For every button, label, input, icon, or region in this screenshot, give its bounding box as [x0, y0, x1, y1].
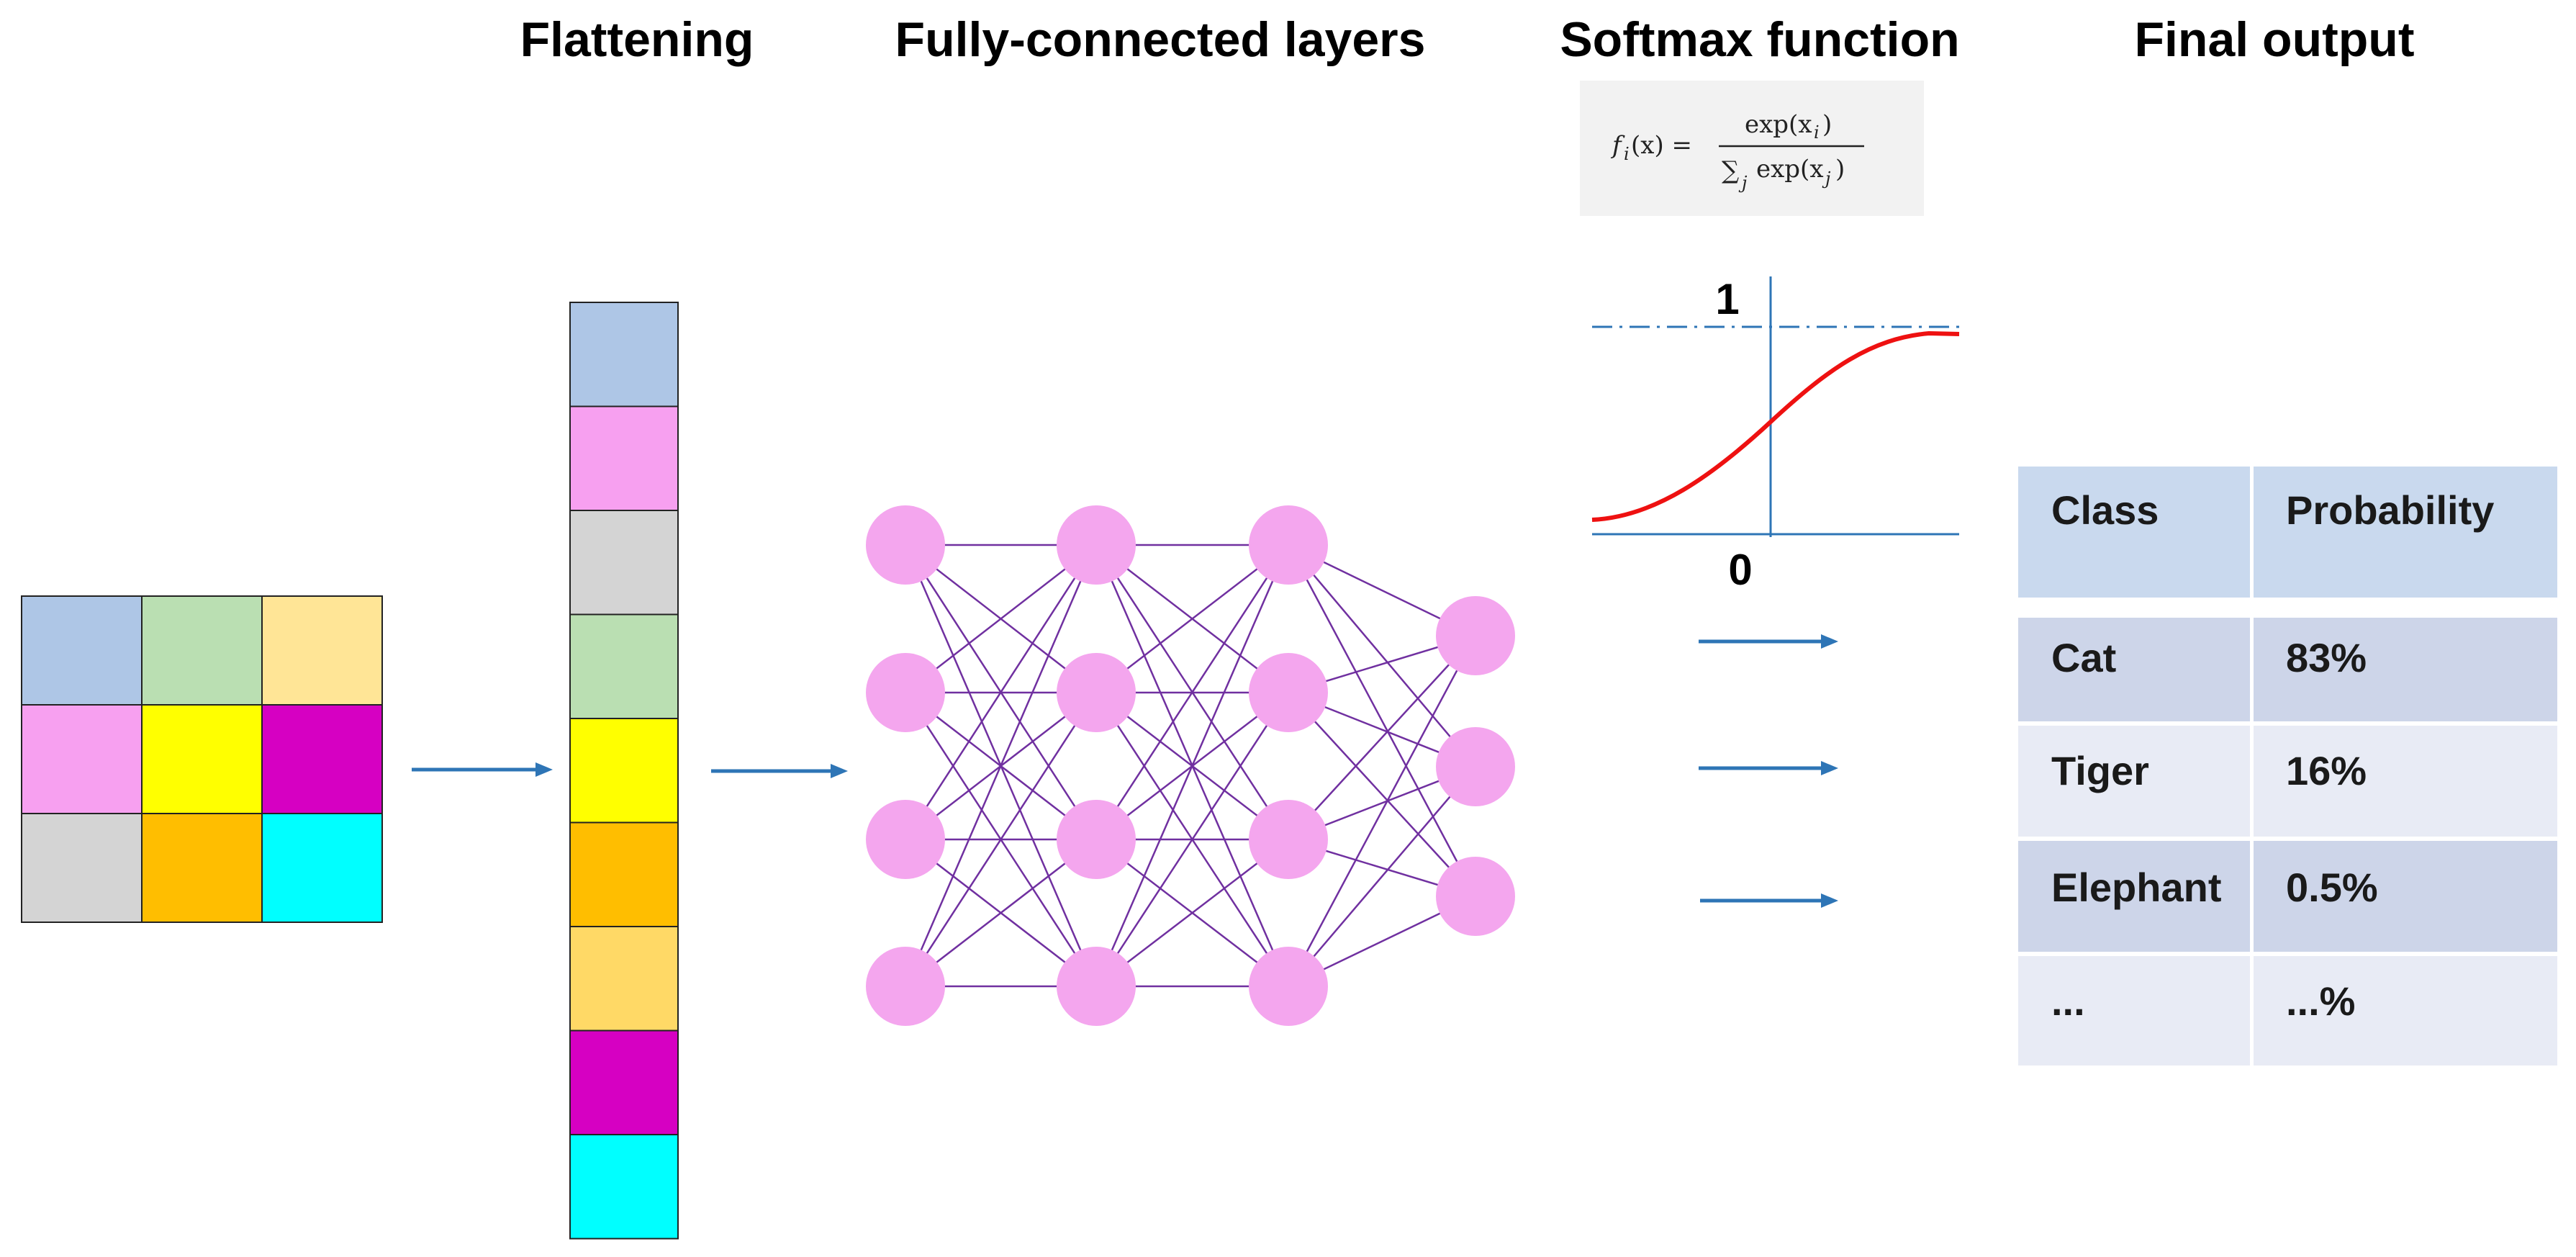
table-header-probability — [2254, 467, 2557, 598]
softmax-curve — [1591, 330, 1960, 522]
table-row-elephant-prob — [2254, 841, 2557, 952]
plot-label-zero: 0 — [1728, 546, 1752, 594]
neuron-l0-2 — [866, 800, 945, 879]
neuron-l1-1 — [1057, 653, 1136, 732]
grid-cell-r0-c1 — [141, 595, 263, 706]
table-row-elephant-value: 0.5% — [2286, 865, 2378, 910]
edge-l0-3-0 — [904, 544, 1098, 987]
grid-cell-r1-c1 — [141, 704, 263, 814]
neuron-l2-0 — [1249, 505, 1328, 585]
neuron-l0-3 — [866, 947, 945, 1026]
vector-cell-0 — [569, 302, 679, 407]
output-arrows — [1699, 634, 1838, 908]
grid-cell-r2-c1 — [141, 813, 263, 923]
arrow-to-network — [711, 764, 848, 778]
vector-cell-1 — [569, 405, 679, 511]
table-row-tiger-prob — [2254, 726, 2557, 837]
neuron-l2-1 — [1249, 653, 1328, 732]
edge-l0-1-0 — [905, 544, 1097, 693]
formula-numerator: exp(x — [1745, 110, 1812, 139]
grid-cell-r2-c0 — [21, 813, 143, 923]
formula-lhs-arg: (x) = — [1631, 131, 1692, 160]
table-row-more-prob — [2254, 956, 2557, 1065]
input-feature-map — [21, 595, 383, 923]
formula-lhs-sub: i — [1624, 144, 1630, 164]
vector-cell-8 — [569, 1134, 679, 1240]
vector-cell-2 — [569, 510, 679, 616]
network-connections — [904, 544, 1477, 988]
neuron-l0-1 — [866, 653, 945, 732]
edge-l2-3-0 — [1287, 635, 1477, 987]
output-arrow-cat — [1699, 634, 1838, 649]
table-row-elephant-class — [2018, 841, 2250, 952]
vector-cell-6 — [569, 926, 679, 1032]
edge-l0-3-2 — [905, 839, 1097, 987]
heading-final-output: Final output — [2134, 12, 2414, 67]
table-row-elephant-label: Elephant — [2051, 865, 2221, 910]
neuron-l2-3 — [1249, 947, 1328, 1026]
table-row-cat-value: 83% — [2286, 635, 2367, 680]
output-arrow-elephant — [1700, 893, 1838, 908]
edge-l2-3-1 — [1288, 766, 1476, 987]
formula-numerator-close: ) — [1822, 110, 1832, 139]
edge-l2-0-2 — [1287, 544, 1477, 897]
formula-sum-symbol: ∑ — [1722, 156, 1739, 185]
neuron-l1-2 — [1057, 800, 1136, 879]
table-row-more-class — [2018, 956, 2250, 1065]
formula-denominator: exp(x — [1756, 155, 1824, 184]
edge-l2-2-0 — [1288, 635, 1476, 840]
softmax-formula: f i (x) = exp(x i ) ∑ j exp(x j ) — [1580, 81, 1924, 216]
heading-fully-connected: Fully-connected layers — [895, 12, 1426, 67]
output-arrow-tiger — [1699, 761, 1838, 775]
table-row-tiger-class — [2018, 726, 2250, 837]
neuron-l1-3 — [1057, 947, 1136, 1026]
edge-l0-2-0 — [904, 544, 1098, 840]
edge-l1-2-0 — [1095, 544, 1290, 840]
edge-l0-3-1 — [904, 692, 1098, 987]
table-header-class — [2018, 467, 2250, 598]
table-header-probability-label: Probability — [2286, 487, 2494, 533]
table-header-class-label: Class — [2051, 487, 2159, 533]
heading-flattening: Flattening — [520, 12, 754, 67]
vector-cell-3 — [569, 613, 679, 719]
grid-cell-r0-c2 — [261, 595, 383, 706]
edge-l1-3-1 — [1095, 692, 1290, 987]
table-row-more-value: ...% — [2286, 978, 2355, 1024]
vector-cell-5 — [569, 821, 679, 927]
grid-cell-r1-c0 — [21, 704, 143, 814]
edge-l2-1-2 — [1288, 692, 1476, 897]
neuron-l3-0 — [1436, 596, 1515, 675]
neuron-l3-2 — [1436, 857, 1515, 936]
formula-box — [1580, 81, 1924, 216]
edge-l1-3-0 — [1095, 544, 1290, 987]
vector-cell-7 — [569, 1030, 679, 1135]
edge-l1-3-2 — [1095, 839, 1289, 987]
output-probability-table: Class Probability Cat 83% Tiger 16% Elep… — [2018, 467, 2557, 1065]
table-row-cat-class — [2018, 618, 2250, 721]
neuron-l1-0 — [1057, 505, 1136, 585]
grid-cell-r1-c2 — [261, 704, 383, 814]
vector-cell-4 — [569, 718, 679, 824]
grid-cell-r0-c0 — [21, 595, 143, 706]
plot-label-one: 1 — [1715, 275, 1739, 323]
grid-cell-r2-c2 — [261, 813, 383, 923]
heading-softmax: Softmax function — [1560, 12, 1959, 67]
arrow-to-flatten — [412, 762, 553, 777]
flattened-vector — [569, 302, 679, 1240]
network-neurons — [866, 505, 1515, 1026]
neuron-l0-0 — [866, 505, 945, 585]
softmax-curve-plot: 1 0 — [1591, 275, 1960, 594]
formula-numerator-sub: i — [1814, 122, 1820, 143]
neuron-l2-2 — [1249, 800, 1328, 879]
table-row-cat-label: Cat — [2051, 635, 2116, 680]
formula-denominator-close: ) — [1835, 155, 1845, 184]
table-row-tiger-label: Tiger — [2051, 748, 2149, 793]
table-row-cat-prob — [2254, 618, 2557, 721]
edge-l2-0-1 — [1288, 544, 1476, 767]
neuron-l3-1 — [1436, 727, 1515, 806]
table-row-more-label: ... — [2051, 978, 2085, 1024]
edge-l1-1-0 — [1095, 544, 1289, 693]
table-row-tiger-value: 16% — [2286, 748, 2367, 793]
